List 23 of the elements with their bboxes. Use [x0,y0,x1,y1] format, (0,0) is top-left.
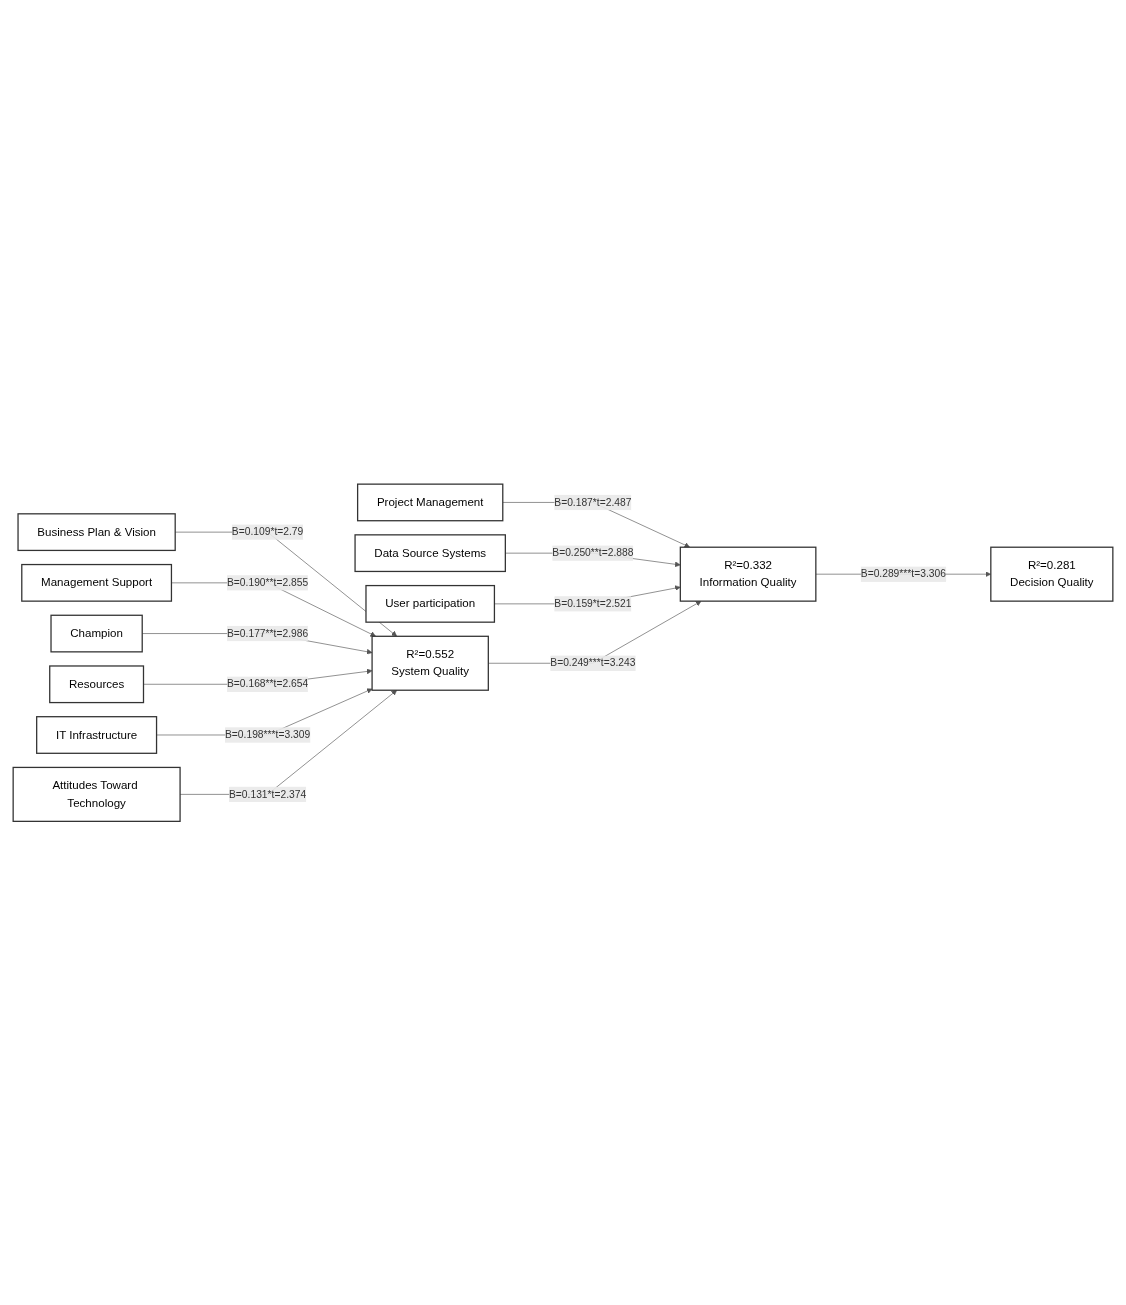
node-box: User participation [365,584,496,623]
node-box: R²=0.281 Decision Quality [990,546,1114,602]
edge-label: B=0.250**t=2.888 [552,547,634,559]
edge-label: B=0.249***t=3.243 [550,657,636,669]
node-box: Attitudes Toward Technology [12,766,181,822]
node-box: Business Plan & Vision [17,512,176,551]
node-box: Champion [50,614,143,653]
edge-label: B=0.109*t=2.79 [231,526,304,538]
edge-label: B=0.198***t=3.309 [225,728,311,740]
node-box: Project Management [357,483,504,522]
edge-label: B=0.289***t=3.306 [860,568,946,580]
edge-label: B=0.159*t=2.521 [554,597,632,609]
node-box: R²=0.552 System Quality [371,635,489,691]
edge-label: B=0.190**t=2.855 [227,576,309,588]
node-box: Resources [49,665,145,703]
node-box: Management Support [21,563,173,602]
node-box: IT Infrastructure [36,715,158,754]
edge-label: B=0.177**t=2.986 [227,627,309,639]
edge-label: B=0.168**t=2.654 [227,678,309,690]
node-box: R²=0.332 Information Quality [679,546,817,602]
node-box: Data Source Systems [354,533,506,572]
edge-label: B=0.187*t=2.487 [554,496,632,508]
edge-label: B=0.131*t=2.374 [229,788,307,800]
